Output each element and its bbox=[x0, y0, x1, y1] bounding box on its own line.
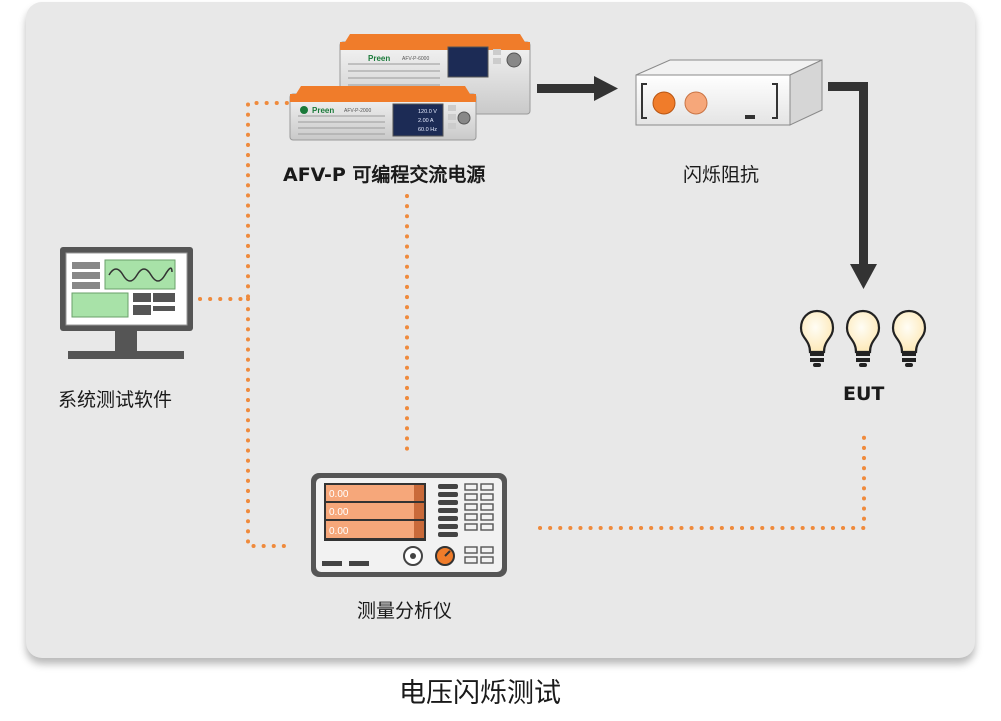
computer-icon bbox=[60, 247, 193, 359]
power-supply-icon: Preen AFV-P-6000 120.0 V 2.00 A 60.0 Hz … bbox=[289, 34, 531, 141]
link-analyzer-to-eut bbox=[538, 430, 866, 530]
analyzer-reading-2: 0.00 bbox=[329, 507, 349, 518]
flicker-impedance-icon bbox=[635, 59, 823, 126]
analyzer-reading-3: 0.00 bbox=[329, 526, 349, 537]
bulb-icon bbox=[799, 309, 835, 367]
power-supply-screen-value-3: 60.0 Hz bbox=[418, 127, 437, 133]
bulb-icon bbox=[891, 309, 927, 367]
analyzer-reading-1: 0.00 bbox=[329, 489, 349, 500]
diagram-caption: 电压闪烁测试 bbox=[399, 678, 561, 709]
link-software-to-analyzer bbox=[246, 297, 292, 548]
dotted-links bbox=[198, 101, 866, 548]
power-supply-label: AFV-P 可编程交流电源 bbox=[283, 164, 486, 186]
flow-arrows bbox=[537, 76, 877, 289]
power-supply-model-top: AFV-P-6000 bbox=[402, 56, 429, 62]
link-software-to-power-supply bbox=[198, 101, 292, 301]
analyzer-icon: 0.00 0.00 0.00 bbox=[311, 473, 507, 577]
software-label: 系统测试软件 bbox=[58, 389, 173, 411]
eut-label: EUT bbox=[843, 383, 885, 405]
power-supply-model-bottom: AFV-P-2000 bbox=[344, 108, 371, 114]
power-supply-screen-value-2: 2.00 A bbox=[418, 118, 434, 124]
power-supply-unit-top: Preen AFV-P-6000 bbox=[339, 34, 531, 115]
power-supply-unit-bottom: 120.0 V 2.00 A 60.0 Hz Preen AFV-P-2000 bbox=[289, 86, 477, 141]
bulb-icon bbox=[845, 309, 881, 367]
power-supply-brand-top: Preen bbox=[368, 54, 390, 63]
power-supply-screen-value-1: 120.0 V bbox=[418, 109, 437, 115]
power-supply-brand-bottom: Preen bbox=[312, 106, 334, 115]
flicker-impedance-label: 闪烁阻抗 bbox=[683, 164, 760, 186]
eut-bulbs bbox=[799, 309, 927, 367]
analyzer-label: 测量分析仪 bbox=[357, 600, 453, 622]
arrow-power-supply-to-impedance bbox=[537, 76, 618, 101]
arrow-impedance-to-eut bbox=[828, 82, 877, 289]
